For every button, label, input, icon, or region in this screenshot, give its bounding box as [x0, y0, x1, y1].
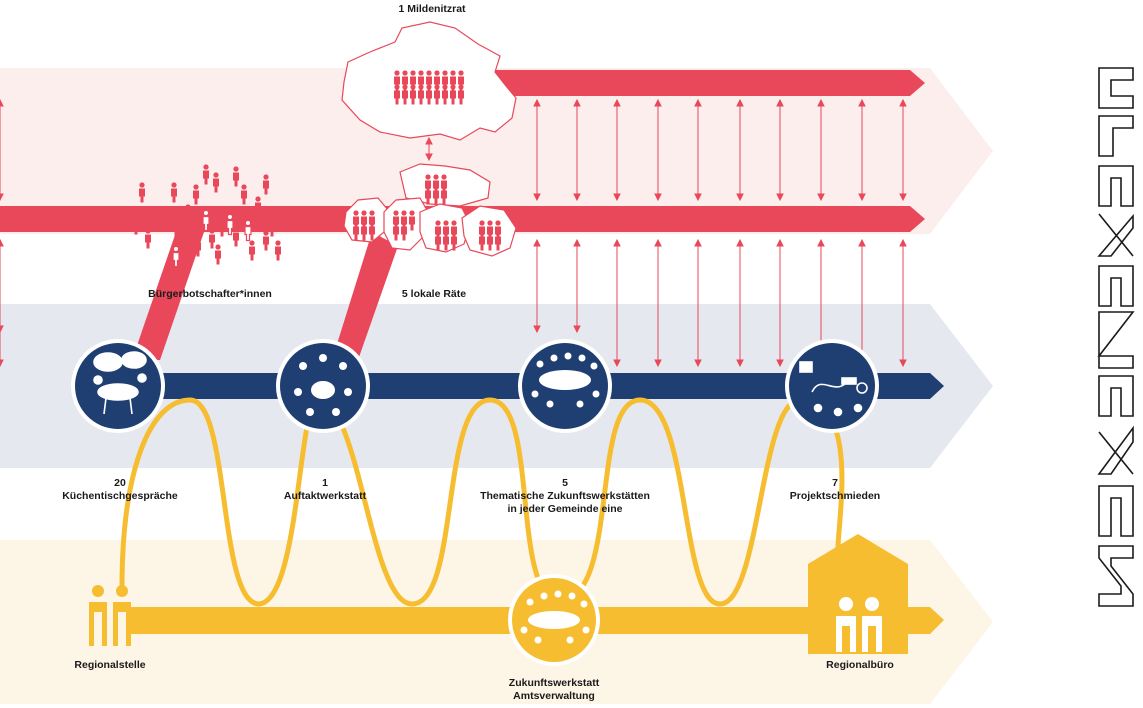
- side-title-zukunft: [1097, 67, 1135, 607]
- stage-3-name: Thematische Zukunftswerkstätten: [480, 490, 650, 502]
- left-connector: [132, 232, 204, 360]
- amtsverwaltung-label: Zukunftswerkstatt Amtsverwaltung: [474, 677, 634, 703]
- pink-band: [0, 68, 993, 234]
- feedback-arrows: [0, 98, 907, 368]
- local-councils-label: 5 lokale Räte: [401, 288, 467, 300]
- stage-1-count: 20: [114, 477, 126, 489]
- stage-1-name: Küchentischgespräche: [62, 490, 178, 502]
- stage-2-name: Auftaktwerkstatt: [283, 490, 367, 502]
- stage-3-label: 5 Thematische Zukunftswerkstätten in jed…: [455, 477, 675, 516]
- right-connector: [332, 232, 398, 360]
- yellow-loops: [119, 397, 845, 607]
- stage-3-count: 5: [562, 477, 568, 489]
- stage-1-label: 20 Küchentischgespräche: [40, 477, 200, 503]
- stage-3-sub: in jeder Gemeinde eine: [507, 503, 623, 515]
- amtsverwaltung-circle: [508, 574, 600, 666]
- stage-2-count: 1: [322, 477, 328, 489]
- council-people: [394, 70, 464, 105]
- stage-circle-3: [518, 339, 612, 433]
- stage-circle-4: [785, 339, 879, 433]
- regionalbuero-icon: [808, 534, 908, 654]
- amtsverwaltung-line1: Zukunftswerkstatt: [508, 677, 600, 689]
- stage-4-name: Projektschmieden: [789, 490, 881, 502]
- top-red-arrow: [470, 70, 925, 96]
- stage-2-label: 1 Auftaktwerkstatt: [250, 477, 400, 503]
- regionalstelle-icon: [89, 585, 131, 646]
- stage-4-count: 7: [832, 477, 838, 489]
- stage-4-label: 7 Projektschmieden: [760, 477, 910, 503]
- stage-circle-2: [276, 339, 370, 433]
- citizens-label: Bürgerbotschafter*innen: [148, 288, 272, 300]
- council-label: 1 Mildenitzrat: [398, 3, 466, 15]
- amtsverwaltung-line2: Amtsverwaltung: [513, 690, 595, 702]
- regionalstelle-label: Regionalstelle: [74, 659, 146, 671]
- stage-circle-1: [71, 339, 165, 433]
- regionalbuero-label: Regionalbüro: [826, 659, 894, 671]
